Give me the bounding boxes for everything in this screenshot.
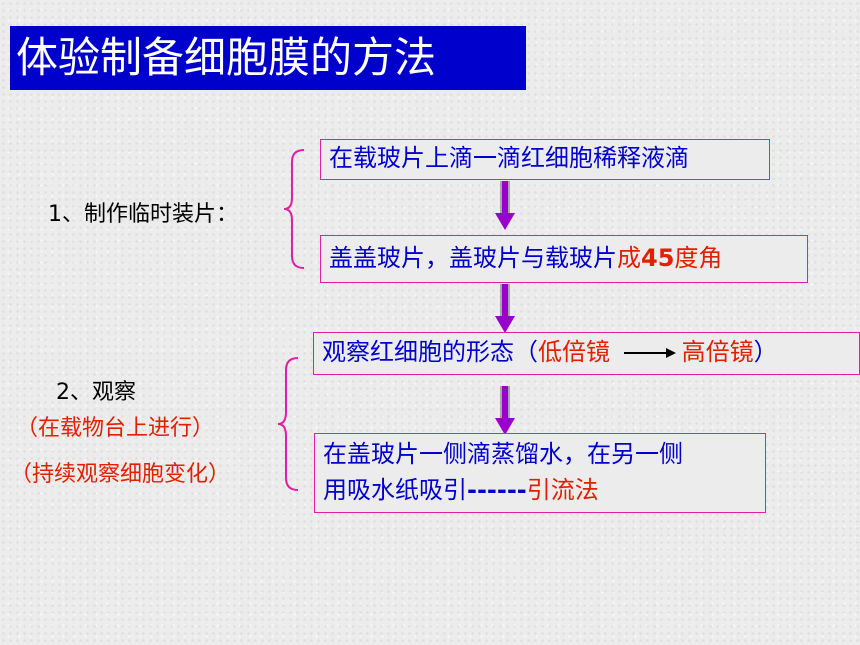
- right-arrow-icon: [623, 348, 676, 358]
- step1-box-place-slide: 在载玻片上滴一滴红细胞稀释液滴: [320, 139, 770, 180]
- box4-dashes: ------: [467, 476, 527, 504]
- box4-line2: 用吸水纸吸引------引流法: [323, 472, 757, 508]
- step2-note-continuous: （持续观察细胞变化）: [10, 462, 231, 487]
- box3-text-a: 观察红细胞的形态（: [322, 338, 538, 366]
- step1-label: 1、制作临时装片：: [48, 202, 238, 227]
- box4-method: 引流法: [526, 476, 599, 504]
- page-title: 体验制备细胞膜的方法: [10, 26, 526, 90]
- box4-text-a: 用吸水纸吸引: [323, 476, 467, 504]
- step2-box-irrigation: 在盖玻片一侧滴蒸馏水，在另一侧 用吸水纸吸引------引流法: [314, 433, 766, 513]
- box1-text: 在载玻片上滴一滴红细胞稀释液滴: [329, 144, 689, 172]
- down-arrow-icon: [495, 284, 515, 333]
- box4-line1: 在盖玻片一侧滴蒸馏水，在另一侧: [323, 440, 683, 468]
- box3-text-d: ）: [753, 338, 778, 366]
- box3-low-power: 低倍镜: [538, 338, 610, 366]
- step2-label: 2、观察: [56, 380, 136, 405]
- step2-note-stage: （在载物台上进行）: [16, 416, 215, 441]
- step1-brace-icon: [283, 149, 305, 269]
- step1-box-cover-slip: 盖盖玻片，盖玻片与载玻片成45度角: [320, 235, 808, 283]
- down-arrow-icon: [495, 181, 515, 230]
- down-arrow-icon: [495, 386, 515, 435]
- box2-text-d: 度角: [674, 244, 723, 272]
- step2-box-observe: 观察红细胞的形态（低倍镜 高倍镜）: [313, 332, 860, 375]
- box2-text-a: 盖盖玻片，盖玻片与载玻片: [329, 244, 617, 272]
- box2-angle-number: 45: [641, 244, 675, 272]
- box3-high-power: 高倍镜: [681, 338, 754, 366]
- step2-brace-icon: [277, 357, 299, 491]
- box2-text-b: 成: [617, 244, 641, 272]
